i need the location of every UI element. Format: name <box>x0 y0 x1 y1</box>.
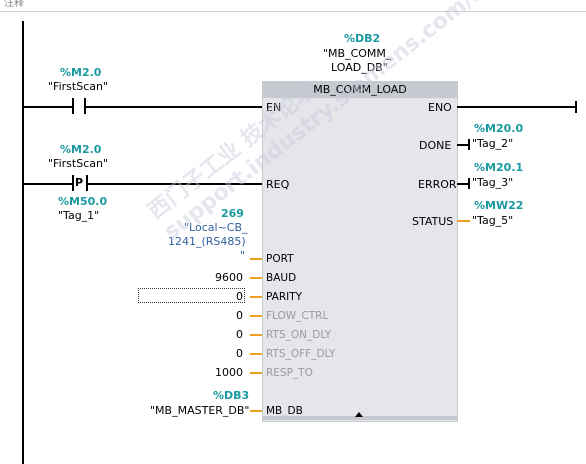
en-pin: EN <box>266 101 282 114</box>
rts-off-dly-pin: RTS_OFF_DLY <box>266 348 336 360</box>
contact2-symbol[interactable]: "FirstScan" <box>48 157 109 170</box>
block-title: MB_COMM_LOAD <box>263 82 457 98</box>
done-address: %M20.0 <box>474 122 524 135</box>
contact2-address: %M2.0 <box>60 143 102 156</box>
contact2-left-bar[interactable] <box>72 175 74 191</box>
function-block[interactable]: MB_COMM_LOAD <box>262 81 458 422</box>
status-symbol[interactable]: "Tag_5" <box>472 214 514 227</box>
req-pin: REQ <box>266 178 290 191</box>
port-wire <box>250 258 262 260</box>
resp-to-pin: RESP_TO <box>266 367 313 379</box>
chevron-up-icon[interactable] <box>355 412 363 417</box>
rts-off-dly-wire <box>250 353 262 355</box>
parity-pin: PARITY <box>266 291 303 303</box>
port-pin: PORT <box>266 253 294 265</box>
port-symbol-3: " <box>240 249 246 262</box>
contact2-type: P <box>75 176 84 189</box>
mb-db-wire <box>250 410 262 412</box>
done-wire <box>457 144 468 146</box>
eno-wire <box>457 106 576 108</box>
parity-input-box[interactable] <box>138 288 245 303</box>
power-rail <box>22 21 24 464</box>
flow-ctrl-pin: FLOW_CTRL <box>266 310 329 322</box>
contact1-symbol[interactable]: "FirstScan" <box>48 80 109 93</box>
mb-db-symbol[interactable]: "MB_MASTER_DB" <box>150 404 250 417</box>
baud-value[interactable]: 9600 <box>215 271 243 284</box>
contact1-right-bar[interactable] <box>84 98 86 114</box>
rung1-wire-right <box>86 106 262 108</box>
contact1-address: %M2.0 <box>60 66 102 79</box>
status-address: %MW22 <box>474 199 524 212</box>
port-symbol-2[interactable]: 1241_(RS485) <box>168 235 246 248</box>
block-bottom-bar <box>262 416 458 420</box>
eno-pin: ENO <box>428 101 452 114</box>
eno-terminal <box>575 101 577 113</box>
flow-ctrl-wire <box>250 315 262 317</box>
baud-wire <box>250 277 262 279</box>
network-comment[interactable]: 注释 <box>4 0 24 9</box>
parity-wire <box>250 296 262 298</box>
contact1-left-bar[interactable] <box>72 98 74 114</box>
resp-to-value[interactable]: 1000 <box>215 366 243 379</box>
contact2-right-bar[interactable] <box>86 175 88 191</box>
done-pin: DONE <box>419 139 452 152</box>
status-pin: STATUS <box>412 215 454 228</box>
error-wire <box>457 183 468 185</box>
error-symbol[interactable]: "Tag_3" <box>472 176 514 189</box>
rts-off-dly-value[interactable]: 0 <box>236 347 243 360</box>
contact2-edge-symbol[interactable]: "Tag_1" <box>58 209 100 222</box>
done-coil <box>468 139 470 150</box>
port-symbol-1[interactable]: "Local~CB_ <box>184 221 248 234</box>
comment-divider <box>0 11 586 12</box>
instance-db-name-2: LOAD_DB" <box>331 61 388 74</box>
flow-ctrl-value[interactable]: 0 <box>236 309 243 322</box>
rts-on-dly-wire <box>250 334 262 336</box>
parity-value[interactable]: 0 <box>236 290 243 303</box>
baud-pin: BAUD <box>266 272 297 284</box>
rts-on-dly-value[interactable]: 0 <box>236 328 243 341</box>
status-wire <box>457 220 470 222</box>
rung2-wire-right <box>88 183 262 185</box>
rts-on-dly-pin: RTS_ON_DLY <box>266 329 332 341</box>
contact2-edge-address: %M50.0 <box>58 195 108 208</box>
error-pin: ERROR <box>418 178 457 191</box>
error-coil <box>468 178 470 189</box>
port-value: 269 <box>221 207 244 220</box>
resp-to-wire <box>250 372 262 374</box>
rung2-wire-left <box>23 183 72 185</box>
error-address: %M20.1 <box>474 161 524 174</box>
instance-db-name-1: "MB_COMM_ <box>323 47 392 60</box>
mb-db-address: %DB3 <box>213 389 250 402</box>
instance-db-address[interactable]: %DB2 <box>344 32 381 45</box>
done-symbol[interactable]: "Tag_2" <box>472 137 514 150</box>
rung1-wire-left <box>23 106 72 108</box>
mb-db-pin: MB_DB <box>266 405 303 417</box>
